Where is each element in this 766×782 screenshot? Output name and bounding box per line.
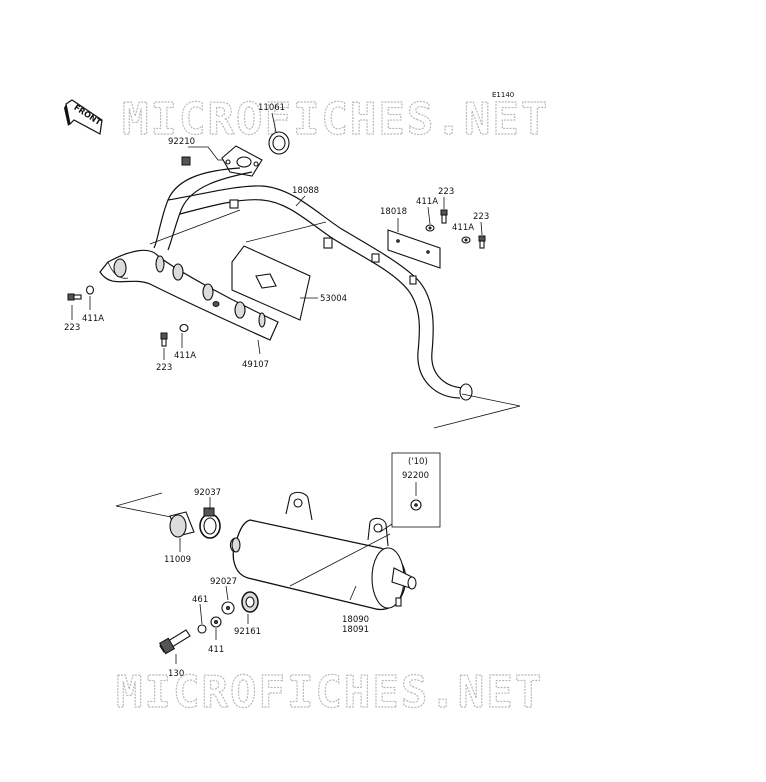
label-18018: 18018 (380, 207, 407, 217)
bolt-223-c[interactable] (67, 293, 82, 301)
label-411A-c: 411A (82, 314, 104, 324)
label-18091: 18091 (342, 625, 369, 635)
washer-411A-c[interactable] (85, 285, 95, 295)
watermark-top: MICROFICHES.NET (122, 94, 549, 145)
label-223-b: 223 (473, 212, 489, 222)
gasket-11061[interactable] (268, 131, 290, 155)
label-11061: 11061 (258, 103, 285, 113)
label-130: 130 (168, 669, 184, 679)
label-411A-d: 411A (174, 351, 196, 361)
washer-411A-b[interactable] (461, 236, 471, 244)
shield-plate-18018[interactable] (387, 229, 441, 269)
sleeve-11009[interactable] (169, 511, 195, 538)
pipe-cover-49107[interactable] (99, 249, 279, 341)
bolt-223-d[interactable] (160, 332, 168, 347)
label-18090: 18090 (342, 615, 369, 625)
label-411A-b: 411A (452, 223, 474, 233)
label-411: 411 (208, 645, 224, 655)
bolt-223-a[interactable] (440, 209, 448, 224)
front-arrow-icon: FRONT (64, 99, 103, 135)
label-10-note: ('10) (408, 457, 428, 467)
label-92037: 92037 (194, 488, 221, 498)
label-223-c: 223 (64, 323, 80, 333)
bolt-130[interactable] (158, 629, 191, 655)
label-223-a: 223 (438, 187, 454, 197)
bolt-223-b[interactable] (478, 235, 486, 249)
washer-411A-d[interactable] (179, 323, 189, 333)
label-92027: 92027 (210, 577, 237, 587)
washer-411A-a[interactable] (425, 224, 435, 232)
label-49107: 49107 (242, 360, 269, 370)
label-411A-a: 411A (416, 197, 438, 207)
diagram-code: E1140 (492, 91, 514, 99)
nut-92210[interactable] (181, 156, 191, 166)
collar-92027[interactable] (221, 601, 235, 615)
lockwasher-461[interactable] (197, 624, 207, 634)
label-92210: 92210 (168, 137, 195, 147)
label-18088: 18088 (292, 186, 319, 196)
muffler-18090[interactable] (229, 491, 417, 611)
washer-92200[interactable] (410, 499, 422, 511)
label-461: 461 (192, 595, 208, 605)
watermark-bottom: MICROFICHES.NET (116, 667, 543, 718)
year-note-box (391, 452, 441, 528)
label-11009: 11009 (164, 555, 191, 565)
label-92200: 92200 (402, 471, 429, 481)
exhaust-pipe-18088[interactable] (153, 145, 473, 401)
grommet-92161[interactable] (241, 591, 259, 613)
clamp-92037[interactable] (199, 507, 221, 539)
label-53004: 53004 (320, 294, 347, 304)
label-223-d: 223 (156, 363, 172, 373)
washer-411[interactable] (210, 616, 222, 628)
label-92161: 92161 (234, 627, 261, 637)
